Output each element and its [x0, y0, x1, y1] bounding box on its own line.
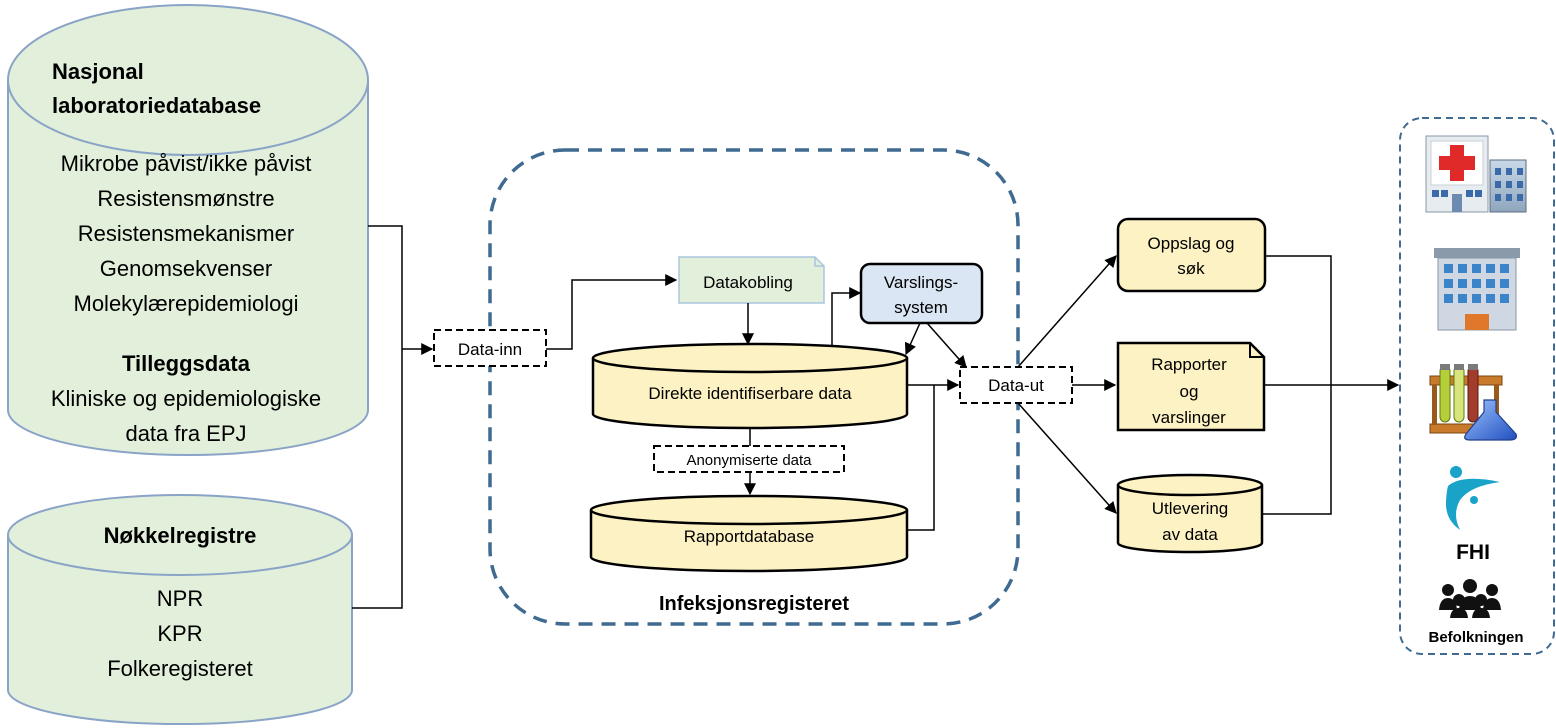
- arrow-varsling-direct: [904, 322, 921, 356]
- varsling-label-line1: Varslings-: [884, 273, 958, 292]
- arrow-dataut-lookup: [1017, 255, 1117, 368]
- key-register-item: KPR: [157, 621, 202, 646]
- outputs-recipients-connector: [1262, 255, 1400, 515]
- arrow-dataut-delivery: [1017, 402, 1117, 514]
- population-icon: [1439, 579, 1501, 618]
- reports-label-line1: Rapporter: [1151, 355, 1227, 374]
- lab-db-title-line1: Nasjonal: [52, 59, 144, 84]
- lab-db-item: Mikrobe påvist/ikke påvist: [61, 151, 312, 176]
- key-registers-title: Nøkkelregistre: [104, 523, 257, 548]
- datakobling-box: [678, 256, 825, 304]
- lookup-label-line2: søk: [1177, 259, 1205, 278]
- delivery-label-line1: Utlevering: [1152, 499, 1229, 518]
- office-building-icon: [1434, 248, 1520, 331]
- data-in-box: [433, 329, 547, 367]
- key-register-item: NPR: [157, 586, 203, 611]
- arrow-direct-varsling: [831, 287, 862, 348]
- registry-label: Infeksjonsregisteret: [659, 593, 849, 615]
- hospital-icon: [1425, 135, 1527, 213]
- data-out-box: [959, 366, 1073, 404]
- extra-data-line1: Kliniske og epidemiologiske: [51, 386, 321, 411]
- report-db-label: Rapportdatabase: [684, 527, 814, 546]
- delivery-cylinder: [1116, 473, 1264, 554]
- extra-data-line2: data fra EPJ: [125, 421, 246, 446]
- delivery-label-line2: av data: [1162, 525, 1218, 544]
- anonymized-label: Anonymiserte data: [686, 452, 812, 469]
- data-out-label: Data-ut: [988, 376, 1044, 395]
- lookup-label-line1: Oppslag og: [1148, 234, 1235, 253]
- lab-database-cylinder: [7, 4, 369, 456]
- data-in-label: Data-inn: [458, 340, 522, 359]
- fhi-label: FHI: [1456, 541, 1490, 564]
- key-registers-cylinder: [7, 494, 353, 725]
- arrow-datain-datakobling: [546, 274, 678, 350]
- extra-data-title: Tilleggsdata: [122, 351, 251, 376]
- source-connectors: [352, 225, 434, 609]
- reports-label-line2: og: [1180, 382, 1199, 401]
- direct-data-label: Direkte identifiserbare data: [648, 384, 852, 403]
- datakobling-label: Datakobling: [703, 273, 793, 292]
- lab-db-item: Resistensmekanismer: [78, 221, 294, 246]
- reports-label-line3: varslinger: [1152, 408, 1226, 427]
- key-register-item: Folkeregisteret: [107, 656, 253, 681]
- lookup-box: [1116, 217, 1267, 293]
- lab-db-title-line2: laboratoriedatabase: [52, 93, 261, 118]
- recipients-container: [1399, 117, 1555, 655]
- reports-box: [1116, 341, 1266, 432]
- arrow-db-dataut: [907, 379, 960, 531]
- anonymized-box: [653, 445, 845, 473]
- lab-db-item: Genomsekvenser: [100, 256, 272, 281]
- varsling-label-line2: system: [894, 298, 948, 317]
- direct-data-cylinder: [591, 342, 909, 430]
- arrow-varsling-dataut: [926, 322, 967, 368]
- lab-db-item: Molekylærepidemiologi: [74, 291, 299, 316]
- varsling-box: [859, 262, 984, 325]
- population-label: Befolkningen: [1428, 629, 1523, 646]
- laboratory-icon: [1429, 364, 1517, 441]
- report-db-cylinder: [589, 494, 909, 573]
- fhi-logo-icon: [1446, 466, 1500, 530]
- lab-db-item: Resistensmønstre: [97, 186, 274, 211]
